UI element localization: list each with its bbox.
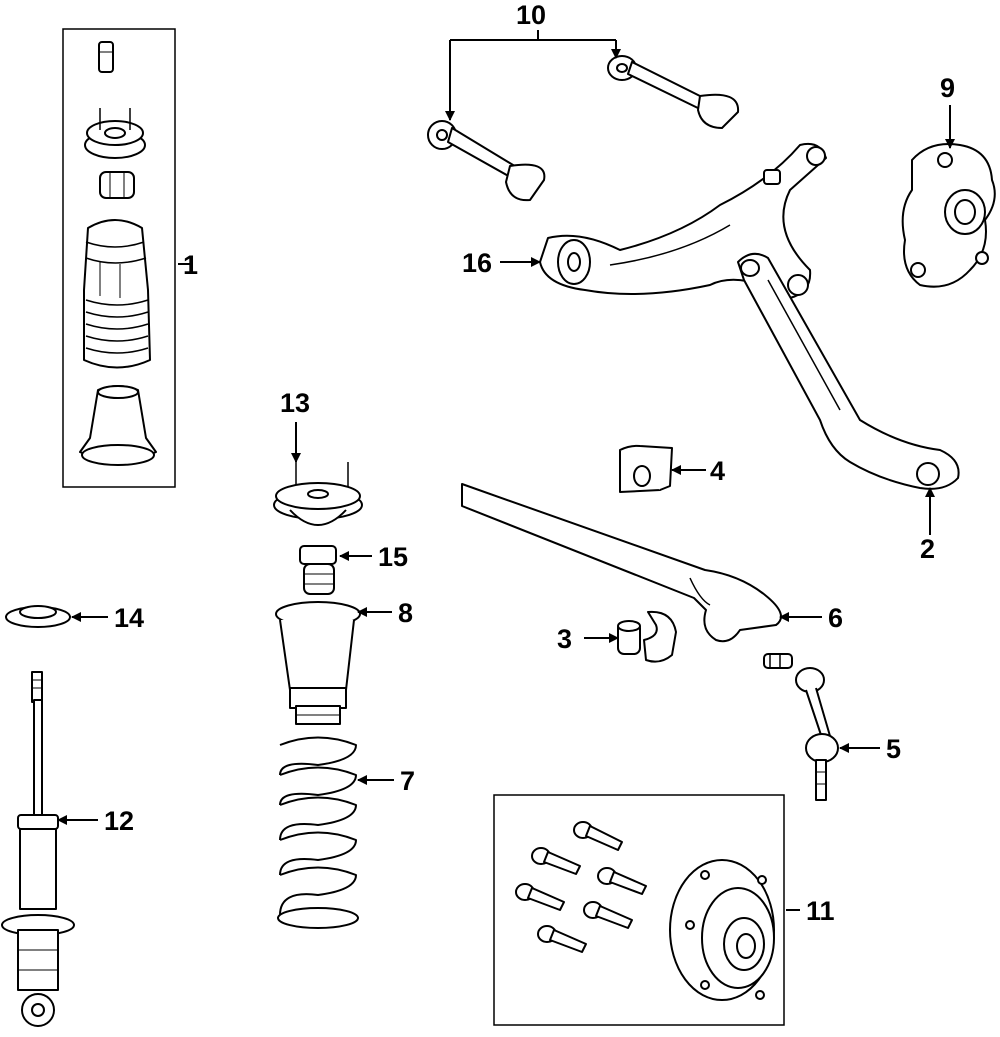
stabilizer-bushing (619, 444, 673, 493)
coil-spring (277, 736, 359, 929)
callout-3: 3 (557, 624, 572, 654)
rear-knuckle (901, 143, 996, 288)
callout-14: 14 (114, 603, 144, 633)
stabilizer-bar (461, 483, 783, 643)
stabilizer-clamp (617, 610, 677, 663)
lower-control-arm (539, 142, 827, 299)
callout-12: 12 (104, 806, 134, 836)
callout-13: 13 (280, 388, 310, 418)
spring-insulator (5, 605, 71, 628)
spring-seat-boot (275, 601, 361, 725)
callout-4: 4 (710, 456, 725, 486)
callout-9: 9 (940, 73, 955, 103)
callout-7: 7 (400, 766, 415, 796)
callout-15: 15 (378, 542, 408, 572)
leader-lines (57, 30, 955, 911)
callout-16: 16 (462, 248, 492, 278)
callout-8: 8 (398, 598, 413, 628)
upper-control-arm (737, 252, 960, 490)
callout-2: 2 (920, 534, 935, 564)
callout-5: 5 (886, 734, 901, 764)
lateral-links (427, 55, 740, 202)
part-1-group-box (62, 28, 176, 488)
callout-11: 11 (806, 896, 835, 926)
shock-absorber (1, 671, 75, 1027)
wheel-hub-and-bolts (515, 821, 775, 1001)
callout-6: 6 (828, 603, 843, 633)
upper-mount (273, 455, 363, 526)
bump-stop (299, 545, 337, 595)
callout-1: 1 (183, 250, 198, 280)
callout-10: 10 (516, 0, 546, 30)
stabilizer-link (763, 653, 839, 801)
part-11-group-box (493, 794, 785, 1026)
air-spring-module (79, 41, 157, 466)
